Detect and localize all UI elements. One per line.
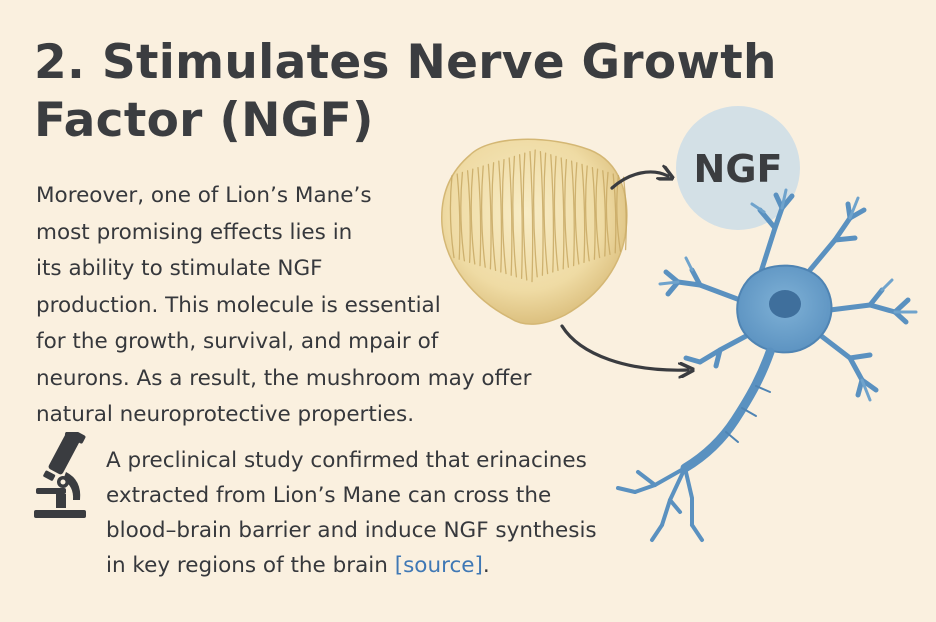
microscope-icon (34, 432, 86, 518)
ngf-bubble: NGF (676, 106, 800, 230)
ngf-label: NGF (694, 147, 783, 191)
study-note: A preclinical study confirmed that erina… (106, 443, 597, 583)
title-line-2: Factor (NGF) (34, 93, 374, 148)
body-paragraph: Moreover, one of Lion’s Mane’s most prom… (36, 178, 531, 434)
arrow-to-ngf (610, 172, 668, 190)
lions-mane-mushroom-illustration (441, 138, 628, 325)
note-line-3: blood–brain barrier and induce NGF synth… (106, 518, 597, 543)
illustration: NGF (441, 106, 918, 542)
body-line-3: its ability to stimulate NGF (36, 256, 323, 281)
note-line-4: in key regions of the brain [source]. (106, 548, 597, 583)
body-line-6: neurons. As a result, the mushroom may o… (36, 365, 532, 391)
body-line-4: production. This molecule is essential (36, 292, 441, 318)
body-line-2: most promising effects lies in (36, 219, 353, 245)
page-title: 2. Stimulates Nerve Growth Factor (NGF) (34, 34, 834, 150)
note-line-4-end: . (482, 553, 490, 578)
body-line-5: for the growth, survival, and mpair of (36, 329, 439, 354)
body-line-1: Moreover, one of Lion’s Mane’s (36, 183, 372, 208)
title-line-1: 2. Stimulates Nerve Growth (34, 35, 777, 90)
arrow-to-neuron (560, 324, 688, 370)
body-line-7: natural neuroprotective properties. (36, 402, 415, 427)
neuron-illustration (616, 188, 918, 542)
note-line-4-text: in key regions of the brain (106, 553, 395, 578)
source-link[interactable]: [source] (394, 553, 483, 578)
note-line-1: A preclinical study confirmed that erina… (106, 448, 587, 473)
note-line-2: extracted from Lion’s Mane can cross the (106, 483, 552, 508)
